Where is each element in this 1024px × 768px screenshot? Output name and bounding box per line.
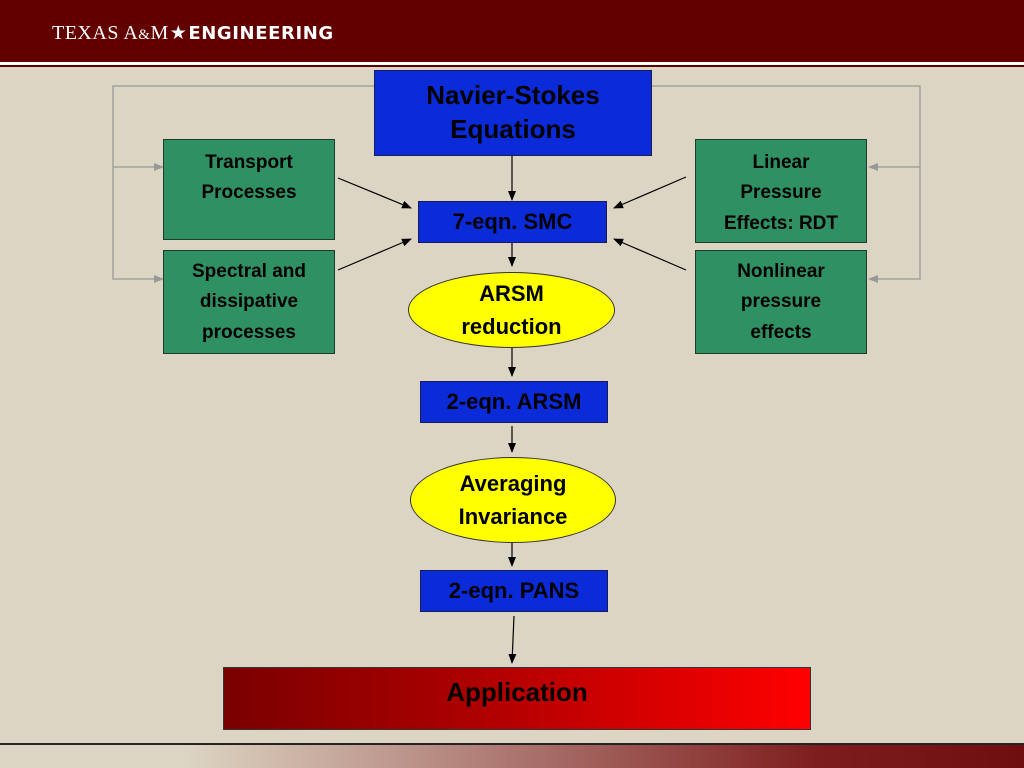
- arrow-pans-to-application: [508, 615, 517, 664]
- application-box: Application: [223, 667, 811, 730]
- brand-logo: TEXAS A&M★ENGINEERING: [52, 22, 334, 44]
- arsm-2eqn-box: 2-eqn. ARSM: [420, 381, 608, 423]
- header-divider: [0, 62, 1024, 65]
- header-divider-shadow: [0, 65, 1024, 67]
- averaging-invariance-ellipse: Averaging Invariance: [410, 457, 616, 543]
- nonlinear-pressure-box: Nonlinear pressure effects: [695, 250, 867, 354]
- arrow-linear-to-smc: [613, 176, 687, 209]
- pans-2eqn-box: 2-eqn. PANS: [420, 570, 608, 612]
- footer-bar: [0, 745, 1024, 768]
- feedback-line-left: [112, 85, 375, 283]
- transport-processes-box: Transport Processes: [163, 139, 335, 240]
- arrow-transport-to-smc: [337, 177, 412, 209]
- footer-divider: [0, 743, 1024, 745]
- arsm-reduction-ellipse: ARSM reduction: [408, 272, 615, 348]
- smc-7eqn-box: 7-eqn. SMC: [418, 201, 607, 243]
- navier-stokes-box: Navier-Stokes Equations: [374, 70, 652, 156]
- star-icon: ★: [169, 23, 188, 44]
- arrow-nonlinear-to-smc: [613, 238, 687, 271]
- arrow-spectral-to-smc: [337, 238, 412, 271]
- feedback-line-right: [652, 85, 921, 283]
- header-bar: TEXAS A&M★ENGINEERING: [0, 0, 1024, 62]
- spectral-dissipative-box: Spectral and dissipative processes: [163, 250, 335, 354]
- linear-pressure-box: Linear Pressure Effects: RDT: [695, 139, 867, 243]
